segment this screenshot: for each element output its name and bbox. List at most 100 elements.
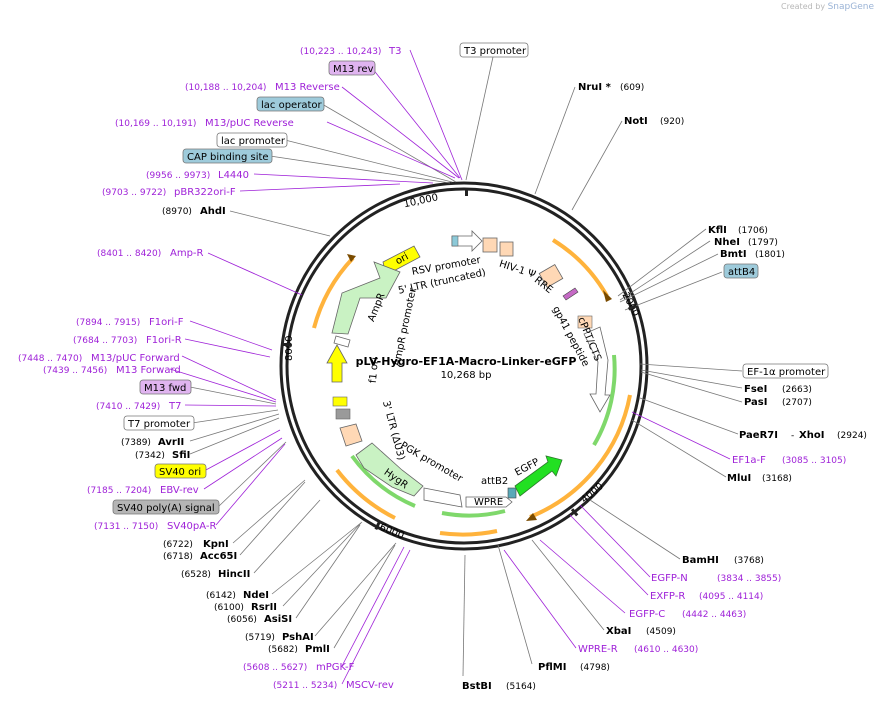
primer-egfpc-range: (4442 .. 4463) — [682, 610, 746, 620]
primer-pbr322-range: (9703 .. 9722) — [102, 188, 166, 198]
cppt-arrow — [583, 326, 611, 413]
label-t3-promoter: T3 promoter — [463, 46, 527, 57]
feature-small-yellow — [332, 396, 348, 407]
primer-wprer-range: (4610 .. 4630) — [634, 645, 698, 655]
primer-ef1af-name: EF1a-F — [732, 455, 766, 466]
primer-l4440-range: (9956 .. 9973) — [146, 171, 210, 181]
enzyme-xhoi-sep: - — [791, 431, 794, 441]
primer-ampr-name: Amp-R — [170, 248, 204, 259]
primer-f1orif-range: (7894 .. 7915) — [76, 318, 140, 328]
feature-shapes — [326, 230, 611, 508]
enzyme-xbai-pos: (4509) — [646, 627, 676, 637]
primer-egfpc-name: EGFP-C — [629, 609, 665, 620]
feature-label-attb2: attB2 — [481, 476, 508, 487]
hygr-arrow — [355, 442, 424, 497]
primer-t7-range: (7410 .. 7429) — [96, 402, 160, 412]
f1ori-arrow — [326, 344, 348, 383]
orange-arrowheads — [347, 254, 612, 521]
primer-egfpn-range: (3834 .. 3855) — [717, 574, 781, 584]
primer-f1orif-name: F1ori-F — [149, 317, 184, 328]
plasmid-size: 10,268 bp — [441, 370, 492, 381]
enzyme-fsei-pos: (2663) — [782, 385, 812, 395]
enzyme-hincii-name: HincII — [218, 569, 250, 580]
enzyme-acc65i-name: Acc65I — [200, 551, 237, 562]
enzyme-kpni-name: KpnI — [203, 539, 229, 550]
enzyme-noti-name: NotI — [624, 116, 648, 127]
primer-ebvrev-name: EBV-rev — [160, 485, 199, 496]
enzyme-pasi-pos: (2707) — [782, 398, 812, 408]
enzyme-fsei-name: FseI — [744, 384, 767, 395]
enzyme-nhei-name: NheI — [714, 237, 740, 248]
wpre-arrow — [465, 496, 513, 508]
primer-mscvrev-name: MSCV-rev — [346, 680, 394, 691]
boxed-labels: T3 promoter M13 rev lac operator lac pro… — [112, 42, 829, 515]
enzyme-ahdi-pos: (8970) — [162, 207, 192, 217]
enzyme-kfli-name: KflI — [708, 225, 727, 236]
enzyme-hincii-pos: (6528) — [181, 570, 211, 580]
primer-exfpr-name: EXFP-R — [650, 591, 685, 602]
label-attb4: attB4 — [728, 267, 755, 278]
attb2-box — [507, 487, 517, 499]
primer-m13pucrev-range: (10,169 .. 10,191) — [115, 119, 196, 129]
enzyme-asisi-name: AsiSI — [264, 614, 292, 625]
enzyme-nrui-name: NruI * — [578, 82, 612, 93]
tick-mark-6000 — [374, 521, 381, 531]
primer-labels-left: (10,223 .. 10,243) T3 (10,188 .. 10,204)… — [18, 46, 401, 691]
enzyme-pasi-name: PasI — [744, 397, 767, 408]
feature-label-wpre: WPRE — [474, 497, 503, 508]
tick-mark-2000 — [627, 304, 637, 311]
enzyme-mlui-name: MluI — [727, 473, 751, 484]
enzyme-paer7i-pos: (2924) — [837, 431, 867, 441]
primer-mscvrev-range: (5211 .. 5234) — [273, 681, 337, 691]
branding-app: SnapGene — [827, 2, 874, 12]
enzyme-nhei-pos: (1797) — [748, 238, 778, 248]
enzyme-kpni-pos: (6722) — [163, 540, 193, 550]
primer-t7-name: T7 — [168, 401, 181, 412]
feature-label-ltr3: 3' LTR (ΔU3) — [380, 400, 406, 462]
egfp-arrow — [514, 455, 563, 497]
label-cap-site: CAP binding site — [187, 152, 269, 163]
ltr5-box-2 — [499, 241, 514, 257]
enzyme-pflmi-name: PflMI — [538, 662, 566, 673]
enzyme-ndei-pos: (6142) — [206, 591, 236, 601]
enzyme-asisi-pos: (6056) — [227, 615, 257, 625]
tick-6000: 6000 — [378, 522, 406, 542]
enzyme-avrii-pos: (7389) — [121, 438, 151, 448]
gp41-box — [577, 315, 593, 329]
enzyme-sfii-pos: (7342) — [135, 451, 165, 461]
enzyme-kfli-pos: (1706) — [738, 226, 768, 236]
enzyme-pshai-name: PshAI — [282, 632, 314, 643]
label-m13-rev: M13 rev — [333, 64, 374, 75]
enzyme-rsrii-name: RsrII — [251, 602, 277, 613]
feature-label-ori: ori — [394, 251, 411, 267]
enzyme-xbai-name: XbaI — [606, 626, 631, 637]
tick-mark-8000 — [283, 343, 291, 346]
green-arcs — [350, 354, 617, 518]
primer-m13rev-range: (10,188 .. 10,204) — [185, 83, 266, 93]
amp-promoter-arrow — [333, 335, 351, 348]
ltr5-box — [482, 237, 498, 253]
primer-mpgkf-range: (5608 .. 5627) — [243, 663, 307, 673]
primer-mpgkf-name: mPGK-F — [316, 662, 355, 673]
enzyme-bstbi-name: BstBI — [462, 681, 492, 692]
primer-pbr322-name: pBR322ori-F — [174, 187, 236, 198]
enzyme-pflmi-pos: (4798) — [580, 663, 610, 673]
label-t7-promoter: T7 promoter — [127, 419, 191, 430]
primer-f1orir-name: F1ori-R — [146, 335, 182, 346]
enzyme-bamhi-name: BamHI — [682, 555, 719, 566]
primer-m13pucfwd-range: (7448 .. 7470) — [18, 354, 82, 364]
primer-f1orir-range: (7684 .. 7703) — [73, 336, 137, 346]
snapgene-branding: Created by SnapGene — [781, 2, 874, 12]
primer-ebvrev-range: (7185 .. 7204) — [87, 486, 151, 496]
branding-created-by: Created by — [781, 2, 826, 11]
enzyme-mlui-pos: (3168) — [762, 474, 792, 484]
lac-features-small — [451, 235, 459, 247]
primer-labels-right: EF1a-F (3085 .. 3105) EGFP-N (3834 .. 38… — [578, 455, 846, 655]
orange-arcs — [312, 238, 632, 537]
primer-m13pucrev-name: M13/pUC Reverse — [205, 118, 294, 129]
enzyme-xhoi-name: XhoI — [799, 430, 824, 441]
enzyme-acc65i-pos: (6718) — [163, 552, 193, 562]
enzyme-sfii-name: SfiI — [172, 450, 190, 461]
primer-ampr-range: (8401 .. 8420) — [97, 249, 161, 259]
